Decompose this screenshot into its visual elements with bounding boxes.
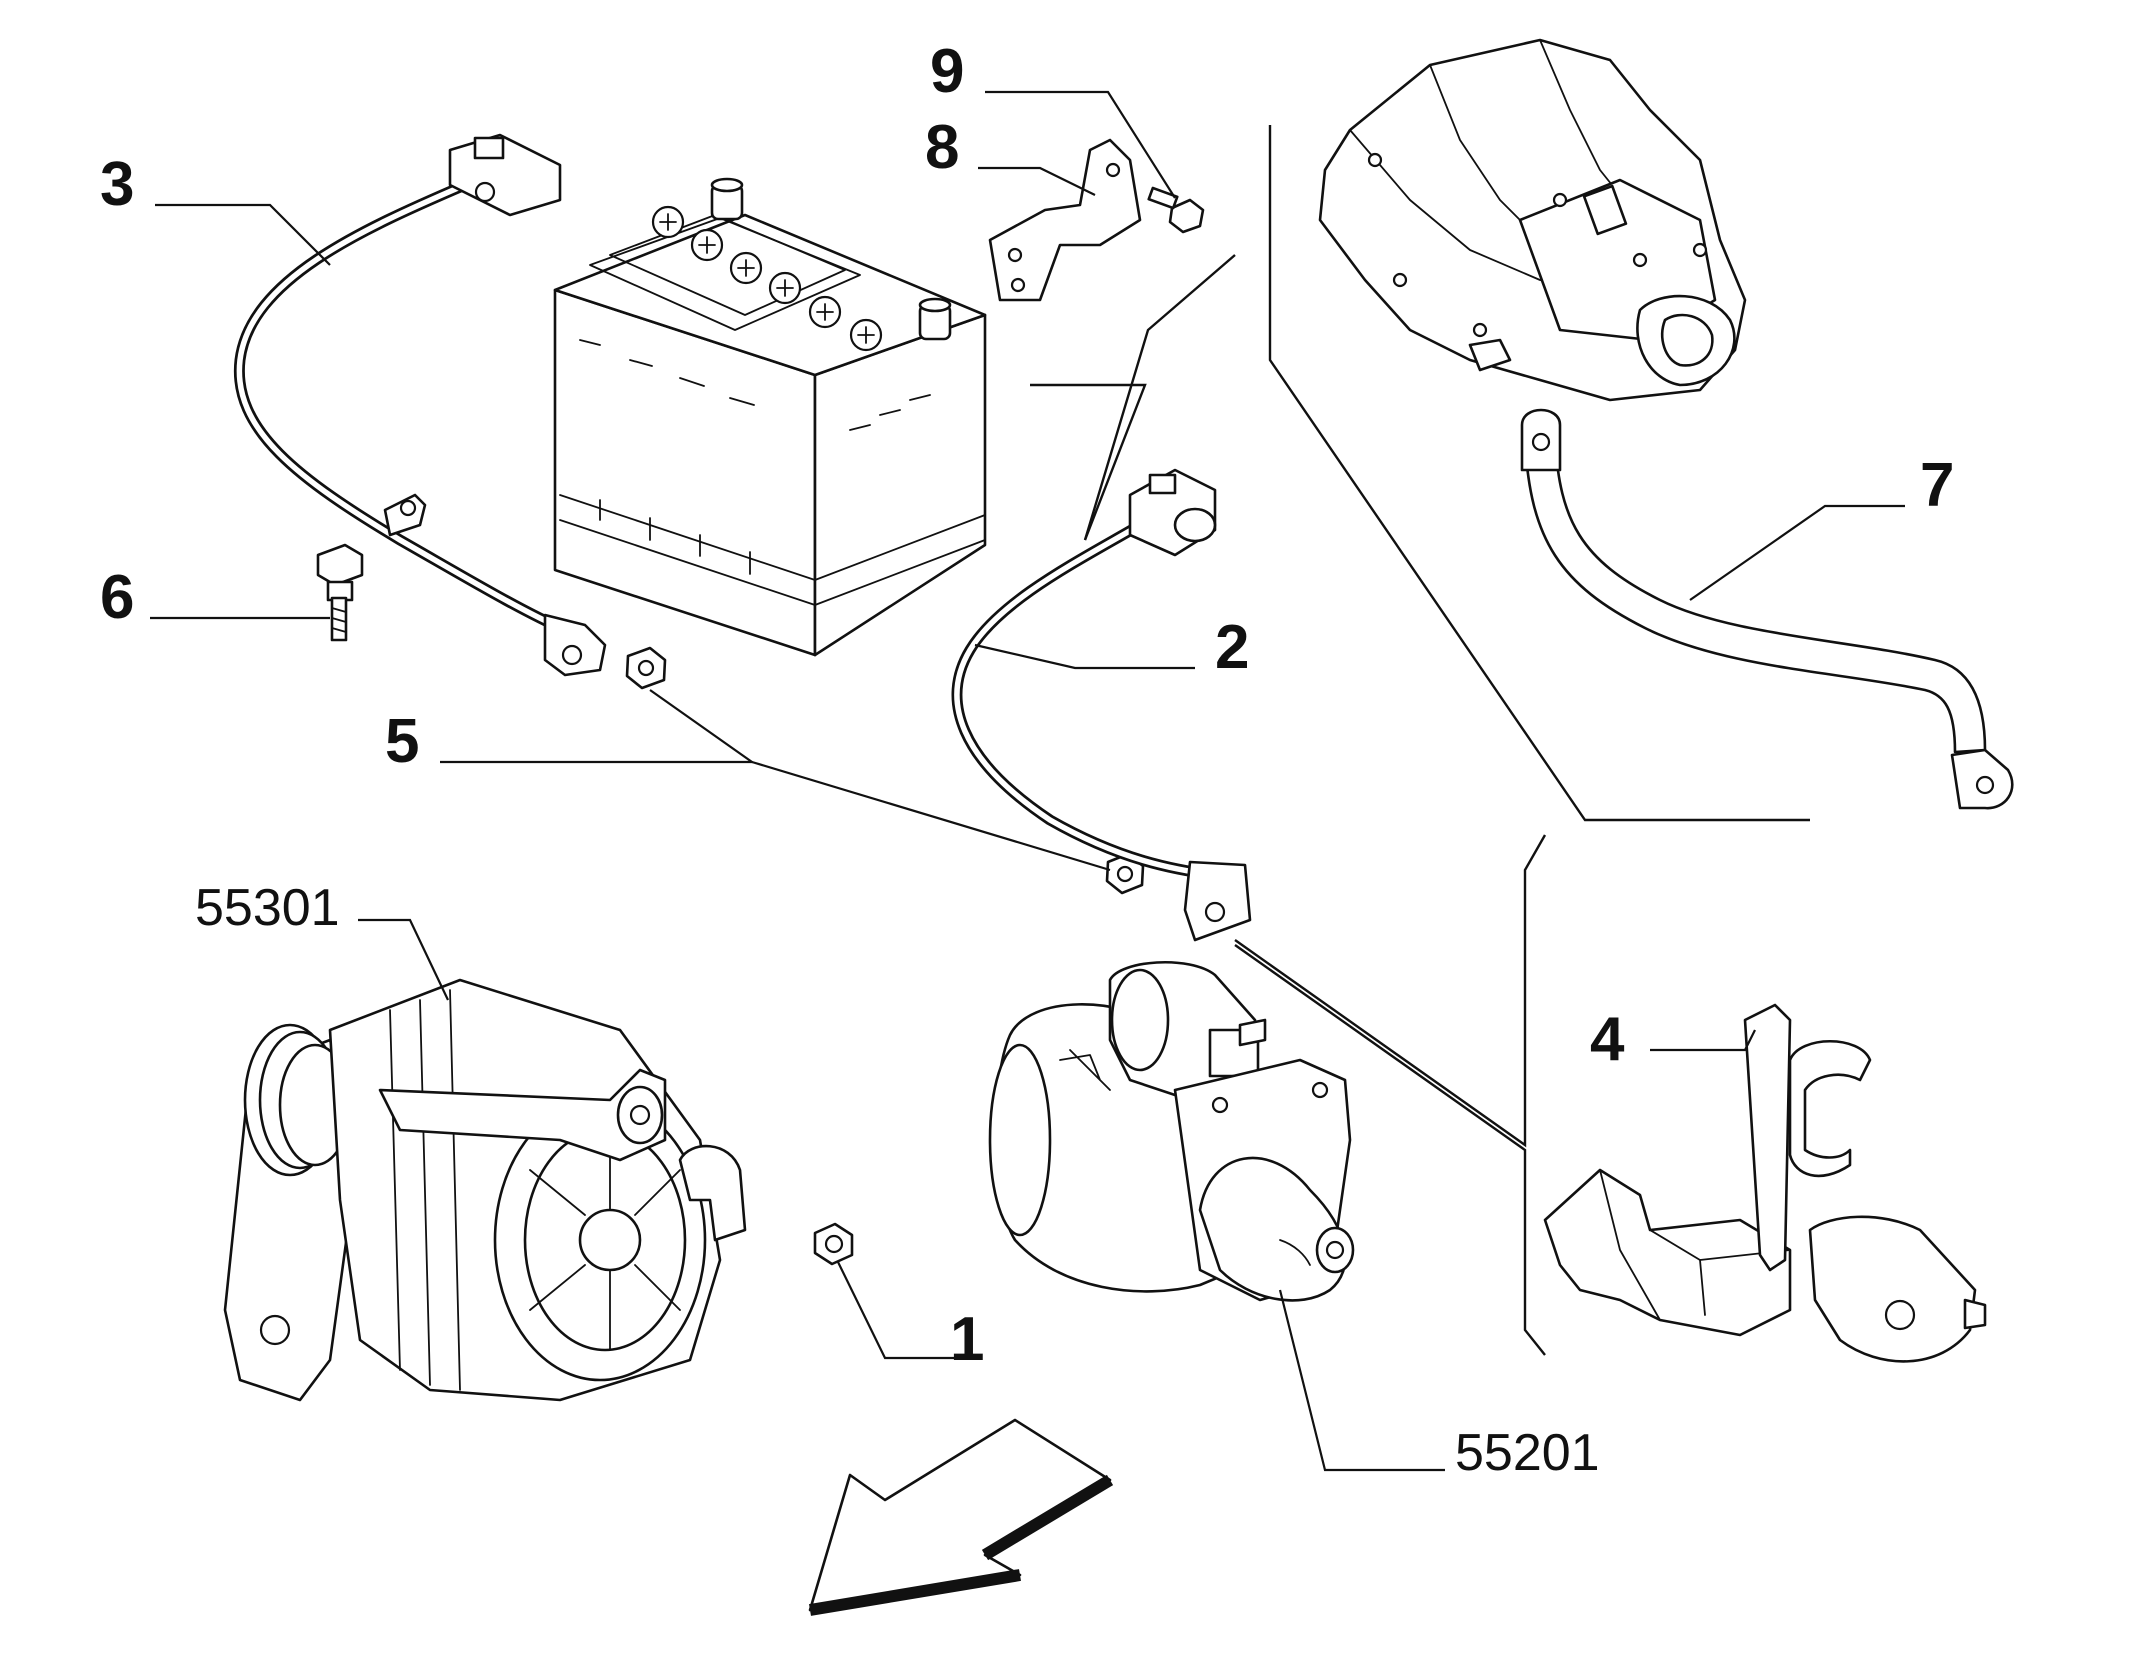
screw-9[interactable] xyxy=(1147,186,1205,234)
direction-arrow-icon xyxy=(808,1418,1114,1616)
battery-cable-2[interactable] xyxy=(951,468,1252,942)
callout-7: 7 xyxy=(1920,451,1954,520)
alternator-icon xyxy=(223,978,747,1402)
callout-labels: 9 8 3 6 5 2 7 4 1 55301 55201 xyxy=(100,37,1954,1482)
group-ref-55301: 55301 xyxy=(195,879,340,937)
bolt-6[interactable] xyxy=(316,543,364,642)
callout-8: 8 xyxy=(925,113,959,182)
transmission-icon xyxy=(1318,38,1747,402)
battery-terminals xyxy=(710,177,952,341)
group-ref-55201: 55201 xyxy=(1455,1424,1600,1482)
ground-strap-7[interactable] xyxy=(1520,408,2014,810)
bracket-clip-4[interactable] xyxy=(1543,1003,1987,1363)
battery-icon[interactable] xyxy=(553,177,987,657)
callout-9: 9 xyxy=(930,37,964,106)
callout-3: 3 xyxy=(100,150,134,219)
leader-lines xyxy=(150,90,1905,1472)
battery-cable-3[interactable] xyxy=(233,133,607,677)
callout-2: 2 xyxy=(1215,613,1249,682)
nut-5[interactable] xyxy=(625,646,1145,895)
group-frame-lines xyxy=(1030,125,1810,1356)
callout-5: 5 xyxy=(385,707,419,776)
bracket-8[interactable] xyxy=(988,138,1142,302)
starter-motor-icon xyxy=(988,960,1355,1302)
battery-cell-caps xyxy=(651,205,883,352)
nut-1[interactable] xyxy=(813,1222,854,1266)
callout-1: 1 xyxy=(950,1305,984,1374)
callout-6: 6 xyxy=(100,563,134,632)
callout-4: 4 xyxy=(1590,1005,1625,1074)
